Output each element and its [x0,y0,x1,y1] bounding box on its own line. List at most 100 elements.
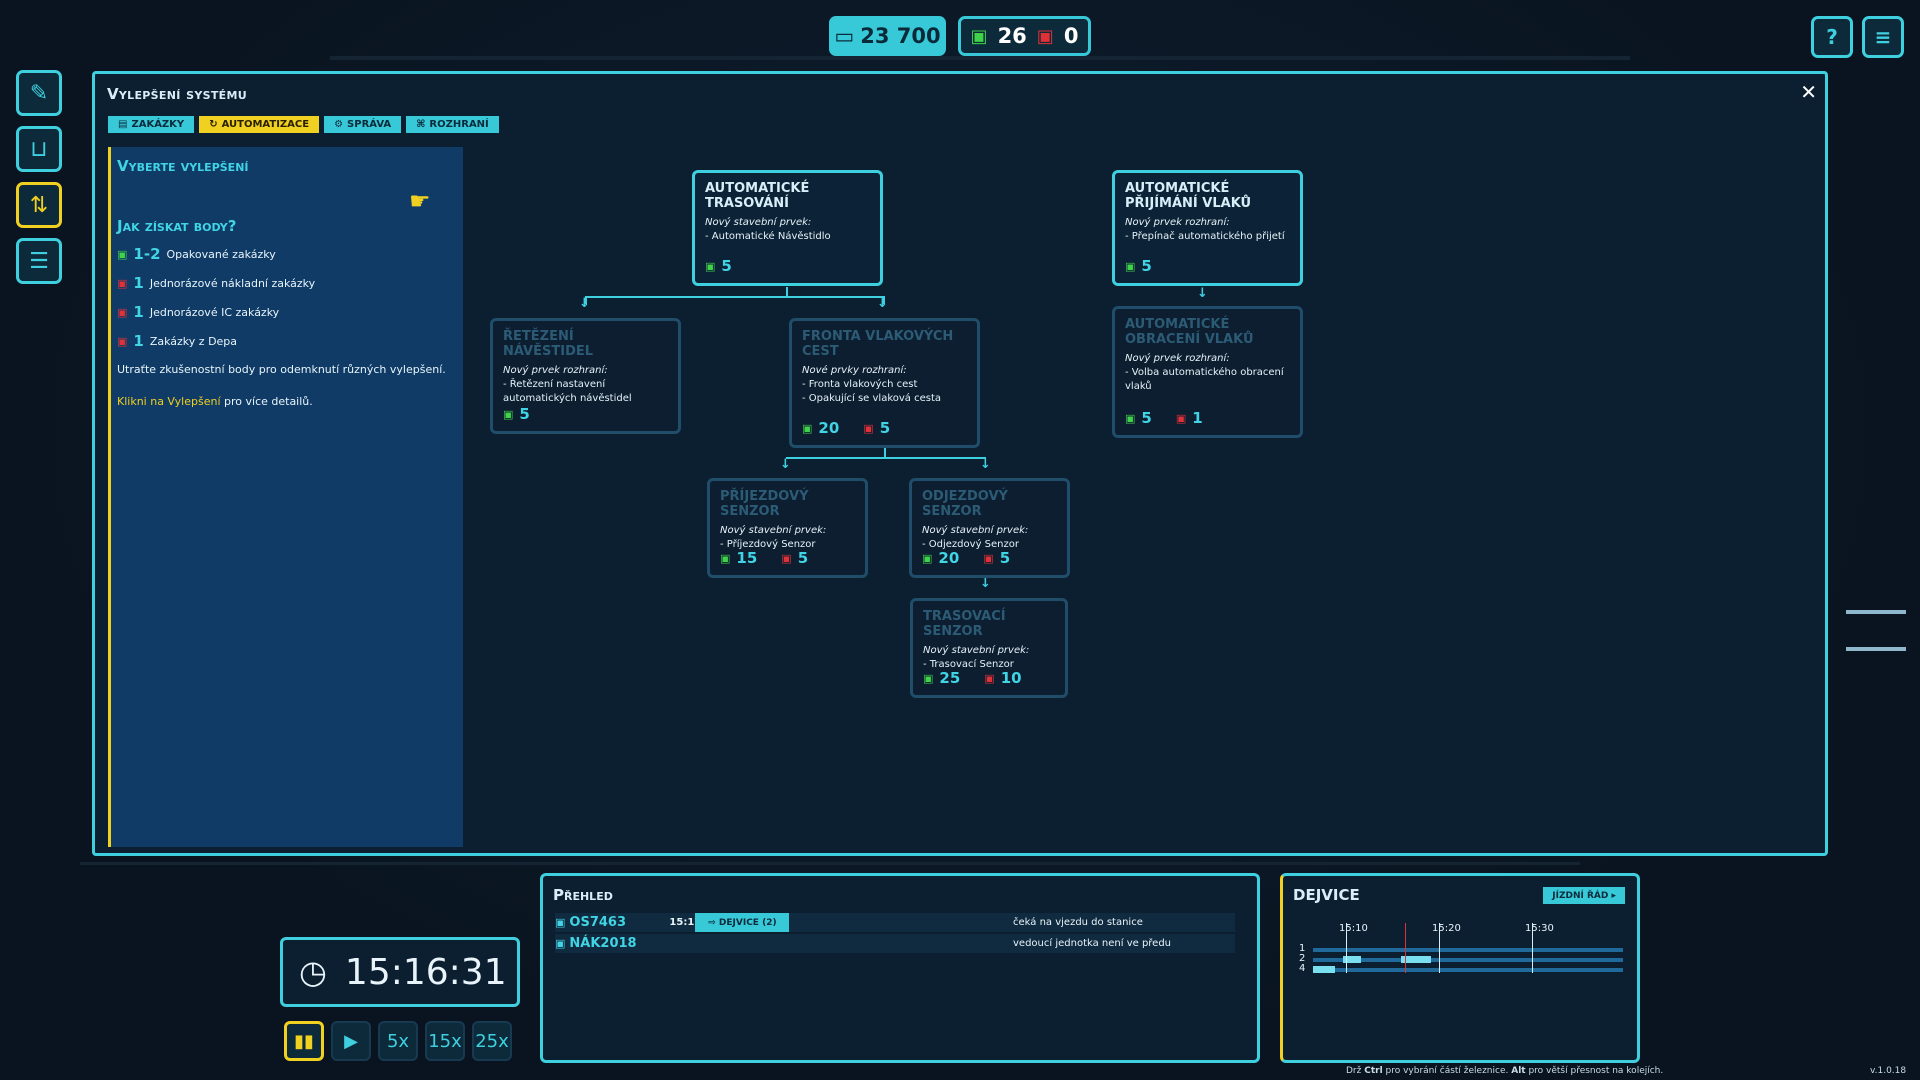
train-green-icon: ▣ [1125,411,1136,425]
train-slot[interactable] [1343,956,1361,963]
train-green-icon: ▣ [503,407,514,421]
speed-25x-button[interactable]: 25x [472,1021,512,1061]
arrow-down-icon: ↓ [980,457,991,472]
station-panel: Dejvice Jízdní řád ▸ 15:10 15:20 15:30 1… [1280,873,1640,1063]
timeline-track [1313,948,1623,952]
help-button[interactable]: ? [1811,16,1853,58]
timeline-tick [1532,923,1533,973]
controls-hint: Drž Ctrl pro vybrání částí železnice. Al… [1346,1066,1664,1076]
train-slot[interactable] [1401,956,1431,963]
train-green-icon: ▣ [922,551,933,565]
train-green-icon: ▣ [970,25,988,47]
build-tool-button[interactable]: ✎ [16,70,62,116]
help-icon: ? [1826,25,1838,49]
gears-icon: ⚙ [334,119,344,130]
tree-connector [884,446,886,458]
station-title: Dejvice [1293,886,1360,904]
money-display: ▭ 23 700 [829,16,946,56]
train-red-icon: ▣ [983,551,994,565]
upgrade-odjezdovy-senzor[interactable]: Odjezdový senzor Nový stavební prvek: - … [909,478,1070,578]
upgrades-button[interactable]: ⇅ [16,182,62,228]
train-red-icon: ▣ [1175,411,1187,425]
train-green-icon: ▣ [923,671,934,685]
arrow-down-icon: ↓ [1197,286,1208,301]
money-value: 23 700 [860,24,941,48]
train-icon: ▣ [555,937,566,950]
upgrade-trasovaci-senzor[interactable]: Trasovací senzor Nový stavební prvek: - … [910,598,1068,698]
version-label: v.1.0.18 [1870,1066,1907,1076]
upgrade-auto-trasovani[interactable]: Automatické trasování Nový stavební prve… [692,170,883,286]
track-label: 2 [1299,953,1306,964]
play-button[interactable]: ▶ [331,1021,371,1061]
overview-panel: Přehled ▣ OS7463 15:17 ⇨ Dejvice (2) ček… [540,873,1260,1063]
speed-15x-button[interactable]: 15x [425,1021,465,1061]
bg-decoration [330,56,1630,60]
list-button[interactable]: ☰ [16,238,62,284]
upgrade-retezeni[interactable]: Řetězení návěstidel Nový prvek rozhraní:… [490,318,681,434]
timeline-track [1313,968,1623,972]
train-slot[interactable] [1313,966,1335,973]
details-link[interactable]: Klikni na Vylepšení [117,395,221,408]
upgrade-auto-prijimani[interactable]: Automatické přijímání vlaků Nový prvek r… [1112,170,1303,286]
train-green-icon: ▣ [802,421,813,435]
info-column: Vyberte vylepšení ☛ Jak získat body? ▣1-… [108,147,463,847]
chevron-right-icon: ▸ [1611,890,1616,901]
track-label: 4 [1299,963,1306,974]
upgrade-cost: ▣20▣5 [802,419,891,437]
spend-text: Utraťte zkušenostní body pro odemknutí r… [117,363,446,376]
train-row[interactable]: ▣ OS7463 15:17 ⇨ Dejvice (2) čeká na vje… [555,913,1235,932]
info-heading: Vyberte vylepšení [117,157,249,175]
pause-icon: ▮▮ [294,1030,314,1052]
upgrade-cost: ▣5 [1125,257,1152,275]
time-label: 15:10 [1339,923,1368,934]
train-red-icon: ▣ [781,551,792,565]
tab-automatizace[interactable]: ↻Automatizace [199,116,320,133]
station-button[interactable]: ⇨ Dejvice (2) [695,913,790,932]
tree-connector [786,457,986,459]
tab-rozhrani[interactable]: ⌘Rozhraní [406,116,499,133]
train-green-icon: ▣ [705,259,716,273]
train-red-icon: ▣ [984,671,995,685]
timeline-tick [1346,923,1347,973]
bg-decoration [80,862,1580,865]
tree-connector [883,296,885,304]
upgrade-cost: ▣5 [503,405,530,423]
wrench-icon: ✎ [29,80,49,106]
train-red-icon: ▣ [117,334,128,348]
arrow-down-icon: ↓ [579,296,590,311]
timetable-button[interactable]: Jízdní řád ▸ [1543,887,1625,904]
time-label: 15:20 [1432,923,1461,934]
menu-icon: ≡ [1874,25,1892,49]
train-row[interactable]: ▣ NÁK2018 vedoucí jednotka není ve předu [555,934,1235,953]
tab-bar: ▤Zakázky ↻Automatizace ⚙Správa ⌘Rozhraní [108,116,499,133]
shop-button[interactable]: ⊔ [16,126,62,172]
upgrade-icon: ⇅ [29,192,49,218]
info-subheading: Jak získat body? [117,217,237,235]
close-icon[interactable]: ✕ [1800,80,1817,104]
route-icon: ⇨ [708,917,719,928]
train-green-icon: ▣ [720,551,731,565]
timeline-track [1313,958,1623,962]
tab-zakazky[interactable]: ▤Zakázky [108,116,195,133]
speed-5x-button[interactable]: 5x [378,1021,418,1061]
upgrade-prijezdovy-senzor[interactable]: Příjezdový senzor Nový stavební prvek: -… [707,478,868,578]
track-label: 1 [1299,943,1306,954]
tab-sprava[interactable]: ⚙Správa [324,116,402,133]
clock-time: 15:16:31 [344,951,507,993]
train-red-icon: ▣ [863,421,874,435]
current-time-marker [1405,923,1406,973]
document-icon: ▤ [118,119,128,130]
pause-button[interactable]: ▮▮ [284,1021,324,1061]
train-icon: ▣ [555,916,566,929]
upgrades-panel: Vylepšení systému ✕ ▤Zakázky ↻Automatiza… [92,71,1828,856]
upgrade-obraceni[interactable]: Automatické obracení vlaků Nový prvek ro… [1112,306,1303,438]
time-label: 15:30 [1525,923,1554,934]
trains-green-value: 26 [997,24,1027,48]
menu-button[interactable]: ≡ [1862,16,1904,58]
train-green-icon: ▣ [117,247,128,261]
tree-connector [585,296,885,298]
upgrade-fronta[interactable]: Fronta vlakových cest Nové prvky rozhran… [789,318,980,448]
